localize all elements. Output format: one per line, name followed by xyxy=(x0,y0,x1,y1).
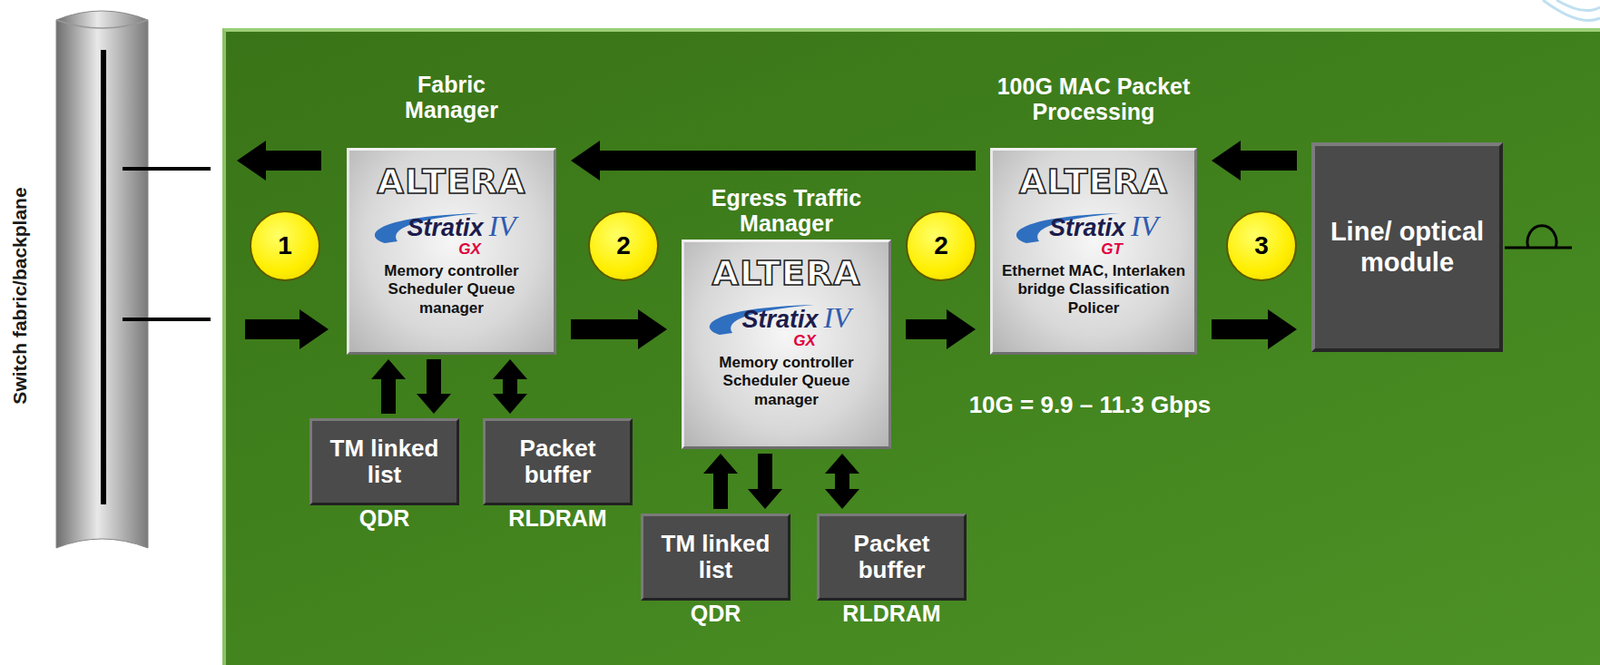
chip-function: Memory controller Scheduler Queue manage… xyxy=(684,353,889,410)
logo-suffix: GT xyxy=(1100,241,1123,257)
fpga-chip: 100G MAC Packet ProcessingALTERAStratixI… xyxy=(990,147,1198,355)
flow-arrow xyxy=(703,453,738,510)
logo-version: IV xyxy=(823,300,851,335)
chip-heading: Egress Traffic Manager xyxy=(691,185,883,238)
corner-swirl xyxy=(1542,0,1600,21)
callout-number: 2 xyxy=(905,210,977,282)
fpga-chip: Egress Traffic ManagerALTERAStratixIVGXM… xyxy=(681,239,892,450)
altera-logo: ALTERA xyxy=(712,255,862,294)
callout-number: 2 xyxy=(588,210,659,282)
chip-heading: Fabric Manager xyxy=(379,71,525,125)
flow-arrow xyxy=(747,453,783,510)
callout-text: 2 xyxy=(616,231,631,261)
chip-content: ALTERA StratixIVGX Memory controller Sched… xyxy=(684,242,889,410)
flow-arrow xyxy=(824,453,860,510)
flow-arrow xyxy=(245,309,329,350)
fpga-chip: Fabric ManagerALTERAStratixIVGXMemory co… xyxy=(346,147,557,355)
backplane-wire xyxy=(122,317,211,322)
cylinder-rim xyxy=(56,19,148,29)
memory-function: Packet buffer xyxy=(485,435,630,488)
chip-content: ALTERA StratixIVGT Ethernet MAC, Interlake… xyxy=(992,150,1195,318)
chip-function: Memory controller Scheduler Queue manage… xyxy=(349,262,554,318)
memory-box: TM linked listQDR xyxy=(640,513,791,601)
backplane-cylinder xyxy=(56,10,148,549)
altera-logo: ALTERA xyxy=(1019,163,1169,202)
flow-arrow xyxy=(492,359,528,414)
flow-arrow xyxy=(570,140,976,181)
flow-arrow xyxy=(1211,309,1297,350)
flow-arrow xyxy=(236,140,322,181)
callout-text: 1 xyxy=(277,231,293,261)
flow-arrow xyxy=(570,309,668,350)
memory-type: RLDRAM xyxy=(842,601,941,628)
stratix-logo: StratixIV xyxy=(1002,208,1185,247)
logo-version: IV xyxy=(1130,208,1159,244)
module-label: Line/ optical module xyxy=(1330,216,1485,278)
chip-function: Ethernet MAC, Interlaken bridge Classifi… xyxy=(992,262,1195,318)
flow-arrow xyxy=(416,359,452,414)
memory-box: Packet bufferRLDRAM xyxy=(816,513,967,601)
callout-text: 3 xyxy=(1254,231,1269,261)
note-label: 10G = 9.9 – 11.3 Gbps xyxy=(969,391,1212,420)
logo-version: IV xyxy=(488,208,516,244)
backplane-wire xyxy=(122,166,211,171)
memory-type: RLDRAM xyxy=(508,506,607,532)
memory-box: Packet bufferRLDRAM xyxy=(482,418,633,506)
callout-number: 3 xyxy=(1226,210,1297,282)
flow-arrow xyxy=(1211,140,1297,181)
memory-function: TM linked list xyxy=(643,530,788,583)
flow-arrow xyxy=(371,359,406,414)
altera-logo: ALTERA xyxy=(377,163,527,202)
backplane-bus xyxy=(100,49,107,505)
logo-suffix: GX xyxy=(793,333,816,349)
chip-content: ALTERA StratixIVGX Memory controller Sched… xyxy=(349,150,554,318)
callout-text: 2 xyxy=(933,231,949,261)
memory-function: TM linked list xyxy=(312,435,457,488)
callout-number: 1 xyxy=(249,210,321,282)
memory-function: Packet buffer xyxy=(819,530,964,583)
stratix-logo: StratixIV xyxy=(696,300,878,339)
flow-arrow xyxy=(905,309,976,350)
axis-label: Switch fabric/backplane xyxy=(9,186,31,404)
memory-type: QDR xyxy=(690,601,742,628)
optical-module: Line/ optical module xyxy=(1311,142,1503,353)
logo-suffix: GX xyxy=(458,241,481,257)
fiber-loop xyxy=(1504,225,1572,248)
stratix-logo: StratixIV xyxy=(361,208,543,247)
memory-type: QDR xyxy=(359,506,411,532)
chip-heading: 100G MAC Packet Processing xyxy=(980,73,1208,127)
memory-box: TM linked listQDR xyxy=(309,418,460,506)
